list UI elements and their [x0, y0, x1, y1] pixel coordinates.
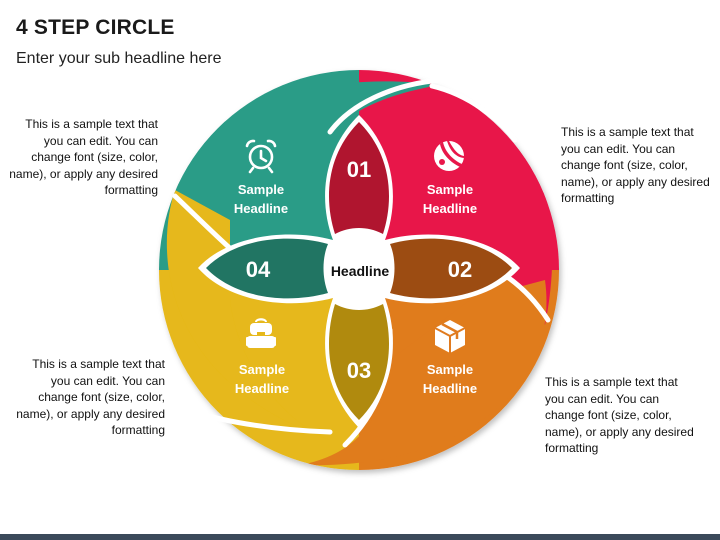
- footer-bar: [0, 534, 720, 540]
- petal-02-number: 02: [448, 257, 472, 282]
- petal-01[interactable]: 01: [328, 122, 390, 234]
- segment-teal-headline-line1: Sample: [238, 182, 284, 197]
- petal-04-number: 04: [246, 257, 271, 282]
- segment-yellow-headline-line2: Headline: [235, 381, 289, 396]
- segment-teal-headline-line2: Headline: [234, 201, 288, 216]
- petal-04[interactable]: 04: [206, 238, 328, 299]
- segment-orange-headline-line2: Headline: [423, 381, 477, 396]
- segment-yellow-swirl: [166, 190, 330, 440]
- petal-01-number: 01: [347, 157, 371, 182]
- segment-red-headline-line2: Headline: [423, 201, 477, 216]
- center-headline[interactable]: Headline: [331, 263, 390, 279]
- note-step-04-top-left: This is a sample text that you can edit.…: [9, 117, 158, 197]
- box-icon: [434, 320, 466, 353]
- note-step-02-top-right: This is a sample text that you can edit.…: [561, 125, 710, 205]
- petal-03[interactable]: 03: [328, 304, 390, 420]
- beach-ball-icon: [434, 141, 464, 171]
- note-step-01-bottom-right: This is a sample text that you can edit.…: [545, 375, 694, 455]
- petal-02[interactable]: 02: [390, 238, 512, 299]
- backpack-icon: [246, 318, 276, 348]
- alarm-clock-icon: [245, 139, 277, 174]
- segment-orange-headline-line1: Sample: [427, 362, 473, 377]
- segment-red-headline-line1: Sample: [427, 182, 473, 197]
- page-title: 4 STEP CIRCLE: [16, 16, 175, 39]
- segment-orange-swirl: [300, 280, 547, 466]
- page-subtitle: Enter your sub headline here: [16, 50, 222, 67]
- center-flower: [198, 115, 520, 428]
- note-step-03-bottom-left: This is a sample text that you can edit.…: [16, 357, 165, 437]
- segment-teal-swirl: [175, 81, 440, 200]
- petal-03-number: 03: [347, 358, 371, 383]
- segment-yellow-headline-line1: Sample: [239, 362, 285, 377]
